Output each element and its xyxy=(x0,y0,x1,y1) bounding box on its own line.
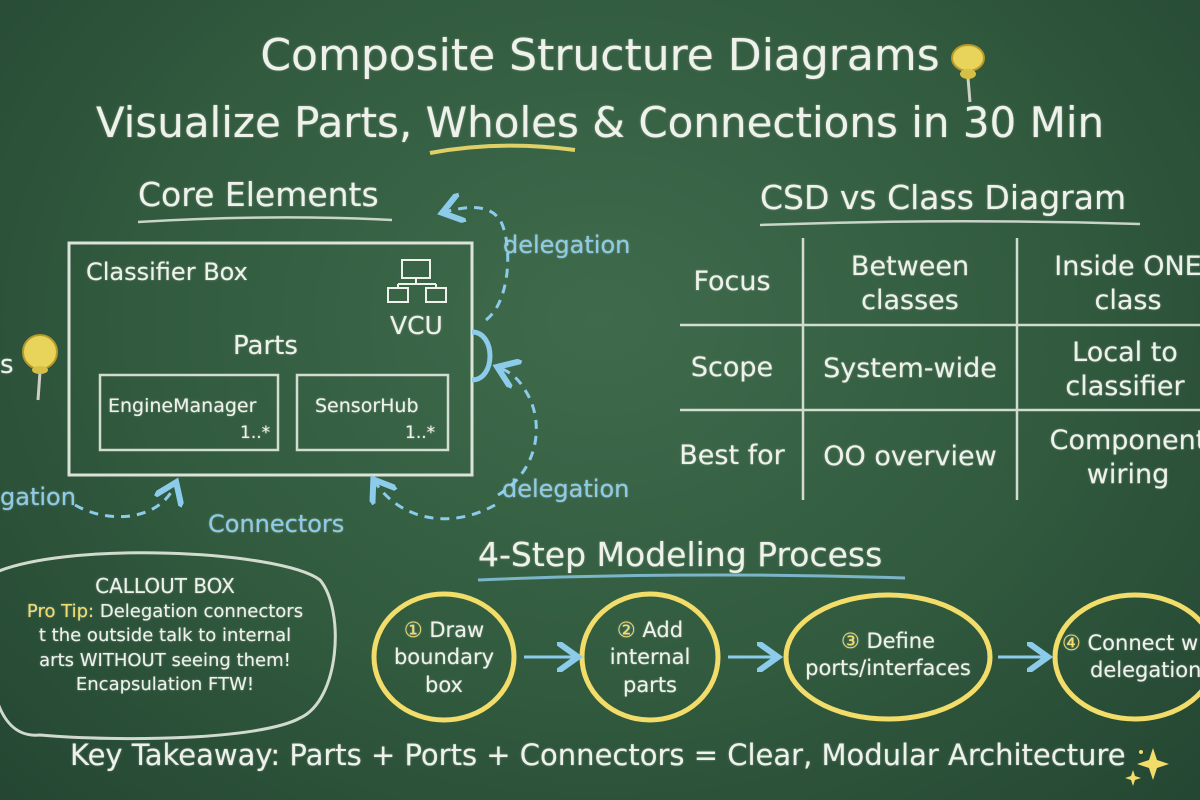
sparkle-icon xyxy=(1125,748,1169,786)
pin-icon xyxy=(22,334,58,401)
step-oval-1 xyxy=(371,591,517,723)
step-4-number: ④ xyxy=(1062,631,1081,655)
delegation-label-top: delegation xyxy=(503,231,631,259)
pro-tip-label: Pro Tip: xyxy=(26,601,95,622)
hierarchy-icon xyxy=(387,259,447,303)
step-1-line-2: boundary xyxy=(393,645,495,670)
step-2-line-3: parts xyxy=(622,672,677,697)
step-3-text: ③ Define ports/interfaces xyxy=(788,628,988,683)
part-box-sensor-hub xyxy=(295,373,450,452)
step-2-first: Add xyxy=(642,618,684,642)
title-line-2: Visualize Parts, Wholes & Connections in… xyxy=(95,98,1105,147)
callout-bubble xyxy=(0,551,337,741)
callout-line-3: arts WITHOUT seeing them! xyxy=(39,649,291,671)
step-2-text: ② Add internal parts xyxy=(585,617,715,699)
comparison-heading: CSD vs Class Diagram xyxy=(760,178,1127,217)
classifier-box-label: Classifier Box xyxy=(86,258,248,286)
delegation-arrow-top xyxy=(445,207,510,322)
cell-best-for-class-diagram: OO overview xyxy=(823,441,997,472)
cell-focus-class-diagram: Between classes xyxy=(850,251,970,316)
step-3-line-2: ports/interfaces xyxy=(805,656,971,681)
callout-line-1-rest: Delegation connectors xyxy=(99,601,304,622)
step-3-first: Define xyxy=(866,629,936,653)
parts-label: Parts xyxy=(233,331,298,361)
process-heading: 4-Step Modeling Process xyxy=(478,535,883,574)
step-1-line-3: box xyxy=(425,672,463,697)
part-box-engine-manager xyxy=(98,373,280,452)
cell-focus-csd: Inside ONE class xyxy=(1054,251,1200,316)
delegation-label-left: gation xyxy=(0,483,76,511)
step-oval-4 xyxy=(1052,592,1200,722)
cell-scope-class-diagram: System-wide xyxy=(823,353,997,384)
step-2-line-2: internal xyxy=(609,645,691,670)
delegation-arrow-right xyxy=(498,368,538,497)
step-4-first: Connect w xyxy=(1087,631,1199,655)
port-icon xyxy=(471,329,493,383)
csd-underline xyxy=(759,219,1141,227)
step-2-number: ② xyxy=(616,618,636,642)
callout-line-2: t the outside talk to internal xyxy=(38,625,292,647)
callout-text: CALLOUT BOX Pro Tip: Delegation connecto… xyxy=(0,573,330,697)
left-edge-text: s xyxy=(0,350,14,380)
pin-icon xyxy=(951,44,985,103)
part-name-sensor-hub: SensorHub xyxy=(315,395,419,417)
connectors-label: Connectors xyxy=(208,510,345,538)
part-name-engine-manager: EngineManager xyxy=(108,395,257,417)
row-label-focus: Focus xyxy=(693,266,771,297)
process-underline xyxy=(477,573,906,582)
step-1-text: ① Draw boundary box xyxy=(379,617,509,699)
step-1-number: ① xyxy=(403,618,423,642)
key-takeaway: Key Takeaway: Parts + Ports + Connectors… xyxy=(70,738,1126,772)
step-1-first: Draw xyxy=(429,618,485,642)
step-oval-3 xyxy=(783,592,993,722)
connector-arrow-left xyxy=(74,485,175,519)
step-4-text: ④ Connect w delegation xyxy=(1062,630,1200,685)
classifier-box xyxy=(67,241,474,477)
callout-line-1: Pro Tip: Delegation connectors xyxy=(0,600,330,624)
step-3-number: ③ xyxy=(840,629,860,653)
delegation-label-right: delegation xyxy=(502,475,630,503)
callout-title: CALLOUT BOX xyxy=(95,574,235,598)
vcu-label: VCU xyxy=(390,311,443,340)
row-label-scope: Scope xyxy=(690,352,774,383)
title-underline xyxy=(429,143,576,155)
part-multiplicity-sensor-hub: 1..* xyxy=(405,423,436,443)
core-elements-heading: Core Elements xyxy=(138,175,379,214)
comparison-grid xyxy=(680,238,1200,500)
row-label-best-for: Best for xyxy=(679,440,785,471)
part-multiplicity-engine-manager: 1..* xyxy=(240,423,271,443)
cell-scope-csd: Local to classifier xyxy=(1065,337,1185,402)
callout-line-4: Encapsulation FTW! xyxy=(75,673,255,695)
connector-arrow-right xyxy=(375,482,496,521)
cell-best-for-csd: Component wiring xyxy=(1049,425,1200,490)
core-underline xyxy=(137,216,393,224)
step-4-line-2: delegation xyxy=(1090,658,1200,683)
title-line-1: Composite Structure Diagrams xyxy=(260,30,940,81)
